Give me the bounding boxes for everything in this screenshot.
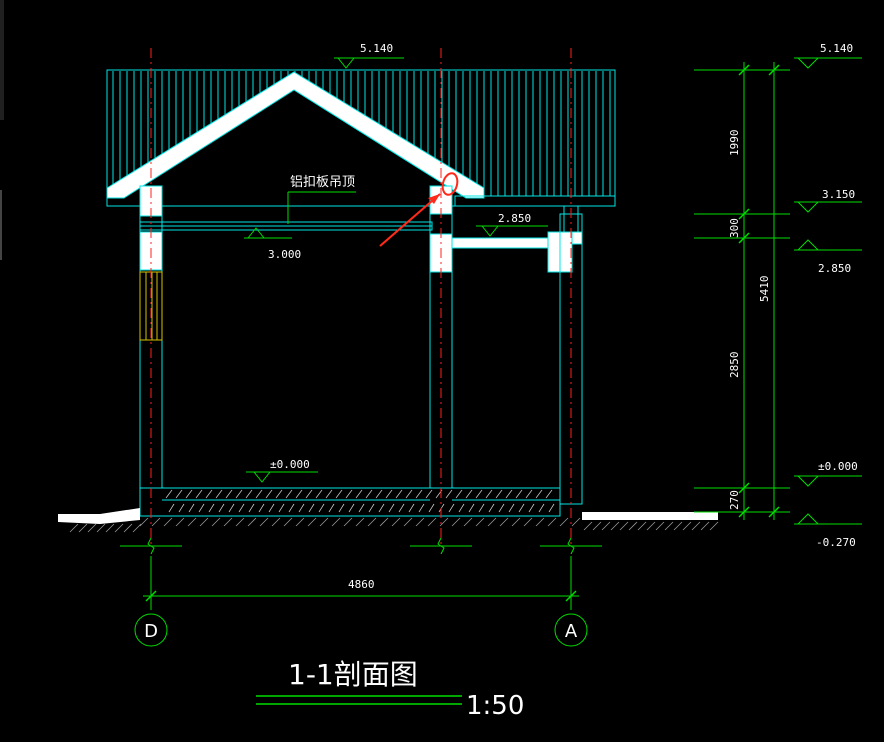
- right-floor-elevation: ±0.000: [818, 460, 858, 473]
- annotation-arrow: [379, 193, 441, 247]
- elevation-ceiling: 3.000: [244, 227, 301, 261]
- axis-left-label: D: [144, 621, 158, 642]
- dim-plinth: 270: [728, 490, 741, 510]
- dim-roof-height: 1990: [728, 130, 741, 157]
- ceiling-note-label: 铝扣板吊顶: [290, 175, 355, 190]
- dim-eave-depth: 300: [728, 218, 741, 238]
- drawing-title-label: 1-1剖面图: [288, 658, 418, 691]
- elevation-canopy: 2.850: [476, 212, 548, 237]
- floor: [58, 487, 719, 533]
- elevation-ridge: 5.140: [334, 42, 404, 69]
- span-dimension-label: 4860: [348, 578, 375, 591]
- ground-right: [582, 512, 718, 520]
- dim-total-height: 5410: [758, 276, 771, 303]
- right-ground-elevation: -0.270: [816, 536, 856, 549]
- right-canopy-elevation: 2.850: [818, 262, 851, 275]
- red-annotation: [379, 172, 459, 247]
- axis-bubble-right: A: [554, 613, 588, 647]
- span-dimension: 4860: [143, 556, 579, 610]
- axis-right-label: A: [565, 621, 578, 642]
- elevation-ridge-label: 5.140: [360, 42, 393, 55]
- dim-ceiling-to-floor: 2850: [728, 352, 741, 379]
- axis-bubble-left: D: [134, 613, 168, 647]
- right-ridge-elevation: 5.140: [820, 42, 853, 55]
- elevation-ceiling-label: 3.000: [268, 248, 301, 261]
- ground-hatch: [69, 517, 719, 533]
- ground-left: [58, 508, 140, 524]
- roof-gable-band: [106, 71, 485, 199]
- elevation-floor-label: ±0.000: [270, 458, 310, 471]
- floor-hatch: [165, 489, 555, 513]
- right-eave-elevation: 3.150: [822, 188, 855, 201]
- axis-lines: [150, 48, 572, 548]
- break-lines: [120, 537, 602, 555]
- roof-gable-fill: [107, 74, 484, 196]
- right-dimension-labels: 5.140 3.150 2.850 ±0.000 -0.270 1990 300…: [728, 42, 858, 549]
- annotation-circle: [441, 172, 459, 196]
- drawing-title: 1-1剖面图 1:50: [256, 658, 524, 721]
- drawing-scale-label: 1:50: [466, 691, 524, 721]
- elevation-floor: ±0.000: [246, 458, 318, 483]
- right-dimensions: [694, 57, 862, 525]
- window-edge-artifacts: [0, 0, 4, 260]
- canopy-beam: [451, 237, 559, 249]
- walls: [139, 185, 583, 505]
- ceiling: [139, 221, 433, 231]
- ceiling-note: 铝扣板吊顶: [287, 175, 356, 224]
- floor-slab: [139, 487, 561, 517]
- roof: [106, 69, 616, 207]
- eave-soffit: [454, 195, 616, 207]
- elevation-canopy-label: 2.850: [498, 212, 531, 225]
